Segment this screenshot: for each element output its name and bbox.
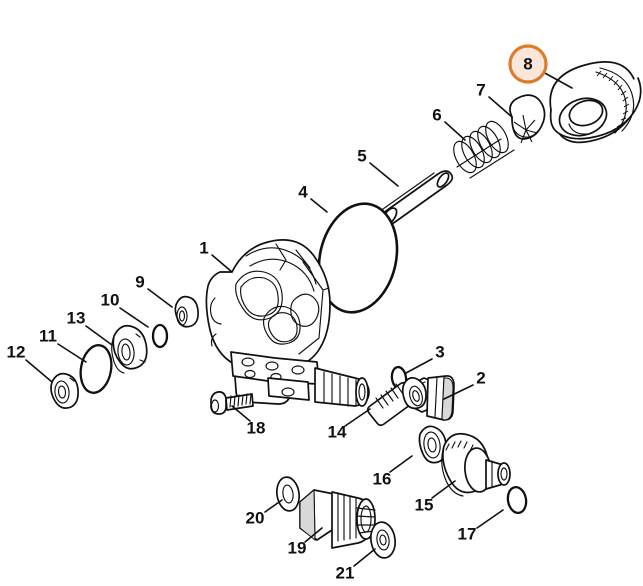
- leader-line-1: [211, 254, 233, 273]
- leader-line-2: [443, 384, 474, 400]
- leader-line-3: [405, 358, 433, 374]
- callout-label-2: 2: [476, 368, 485, 387]
- callout-5[interactable]: 5: [357, 146, 399, 187]
- part-bearing-assembly: [111, 324, 148, 374]
- part-spring-cup-washer: [509, 94, 546, 144]
- part-flat-washer-small: [276, 476, 300, 512]
- callout-label-10: 10: [101, 290, 120, 309]
- part-threaded-screw: [366, 376, 427, 427]
- callout-label-12: 12: [7, 342, 26, 361]
- callout-13[interactable]: 13: [67, 308, 113, 346]
- callout-4[interactable]: 4: [298, 182, 328, 213]
- callout-11[interactable]: 11: [39, 326, 87, 363]
- callout-2[interactable]: 2: [443, 368, 486, 400]
- callout-label-20: 20: [246, 508, 265, 527]
- part-hex-union-nut: [299, 488, 376, 549]
- callout-17[interactable]: 17: [458, 509, 504, 543]
- leader-line-11: [57, 343, 87, 363]
- callout-label-19: 19: [288, 538, 307, 557]
- callout-12[interactable]: 12: [7, 342, 53, 383]
- leader-line-14: [344, 408, 371, 427]
- callout-10[interactable]: 10: [101, 290, 149, 328]
- callout-label-6: 6: [432, 105, 441, 124]
- leader-line-15: [431, 480, 456, 499]
- part-drive-rotor: [549, 61, 642, 144]
- callout-14[interactable]: 14: [328, 408, 371, 441]
- callout-9[interactable]: 9: [135, 272, 173, 308]
- leader-line-19: [304, 527, 323, 543]
- leader-line-4: [310, 198, 328, 213]
- callout-19[interactable]: 19: [288, 527, 323, 557]
- callout-label-1: 1: [199, 238, 208, 257]
- leader-line-6: [444, 121, 466, 141]
- part-o-ring-seal: [151, 323, 169, 349]
- callout-label-18: 18: [247, 418, 266, 437]
- callout-label-5: 5: [357, 146, 366, 165]
- leader-line-12: [25, 359, 53, 383]
- callout-label-14: 14: [328, 422, 347, 441]
- leader-line-9: [147, 288, 173, 308]
- part-bearing-outer-ring: [79, 344, 113, 394]
- highlight-label-part-8: 8: [523, 54, 532, 73]
- leader-line-13: [85, 325, 113, 346]
- part-dowel-pin: [379, 170, 454, 226]
- callout-label-7: 7: [476, 80, 485, 99]
- part-flat-washer-lower: [370, 521, 396, 559]
- callout-15[interactable]: 15: [415, 480, 456, 514]
- leader-line-8: [542, 71, 573, 89]
- part-knurled-fitting: [441, 432, 511, 497]
- leader-line-20: [264, 499, 283, 513]
- leader-line-16: [389, 455, 413, 473]
- leader-line-18: [231, 405, 251, 422]
- callout-label-9: 9: [135, 272, 144, 291]
- highlight-circle-part-8[interactable]: [508, 44, 548, 84]
- callout-3[interactable]: 3: [405, 342, 445, 374]
- leader-line-21: [353, 548, 376, 567]
- callout-18[interactable]: 18: [231, 405, 266, 437]
- callout-label-16: 16: [373, 469, 392, 488]
- part-pump-housing: [205, 239, 370, 407]
- callout-20[interactable]: 20: [246, 499, 283, 527]
- callout-7[interactable]: 7: [476, 80, 513, 118]
- callout-label-13: 13: [67, 308, 86, 327]
- callout-label-3: 3: [435, 342, 444, 361]
- part-seal-ring-end: [50, 372, 79, 409]
- callout-1[interactable]: 1: [199, 238, 233, 273]
- callout-label-15: 15: [415, 495, 434, 514]
- leader-line-17: [476, 509, 504, 529]
- callout-16[interactable]: 16: [373, 455, 413, 488]
- leader-line-5: [369, 162, 399, 187]
- callout-label-17: 17: [458, 524, 477, 543]
- part-o-ring-outlet: [506, 485, 528, 515]
- callout-6[interactable]: 6: [432, 105, 466, 141]
- part-large-o-ring: [317, 202, 399, 314]
- callout-label-4: 4: [298, 182, 308, 201]
- callout-label-21: 21: [336, 563, 355, 582]
- callout-8[interactable]: [542, 71, 573, 89]
- callout-21[interactable]: 21: [336, 548, 376, 582]
- part-coil-spring: [453, 120, 515, 179]
- leader-line-7: [488, 96, 513, 118]
- leader-line-10: [119, 307, 149, 328]
- callout-label-11: 11: [39, 326, 57, 345]
- part-socket-head-bolt: [210, 391, 254, 415]
- part-bearing-collar: [174, 295, 199, 328]
